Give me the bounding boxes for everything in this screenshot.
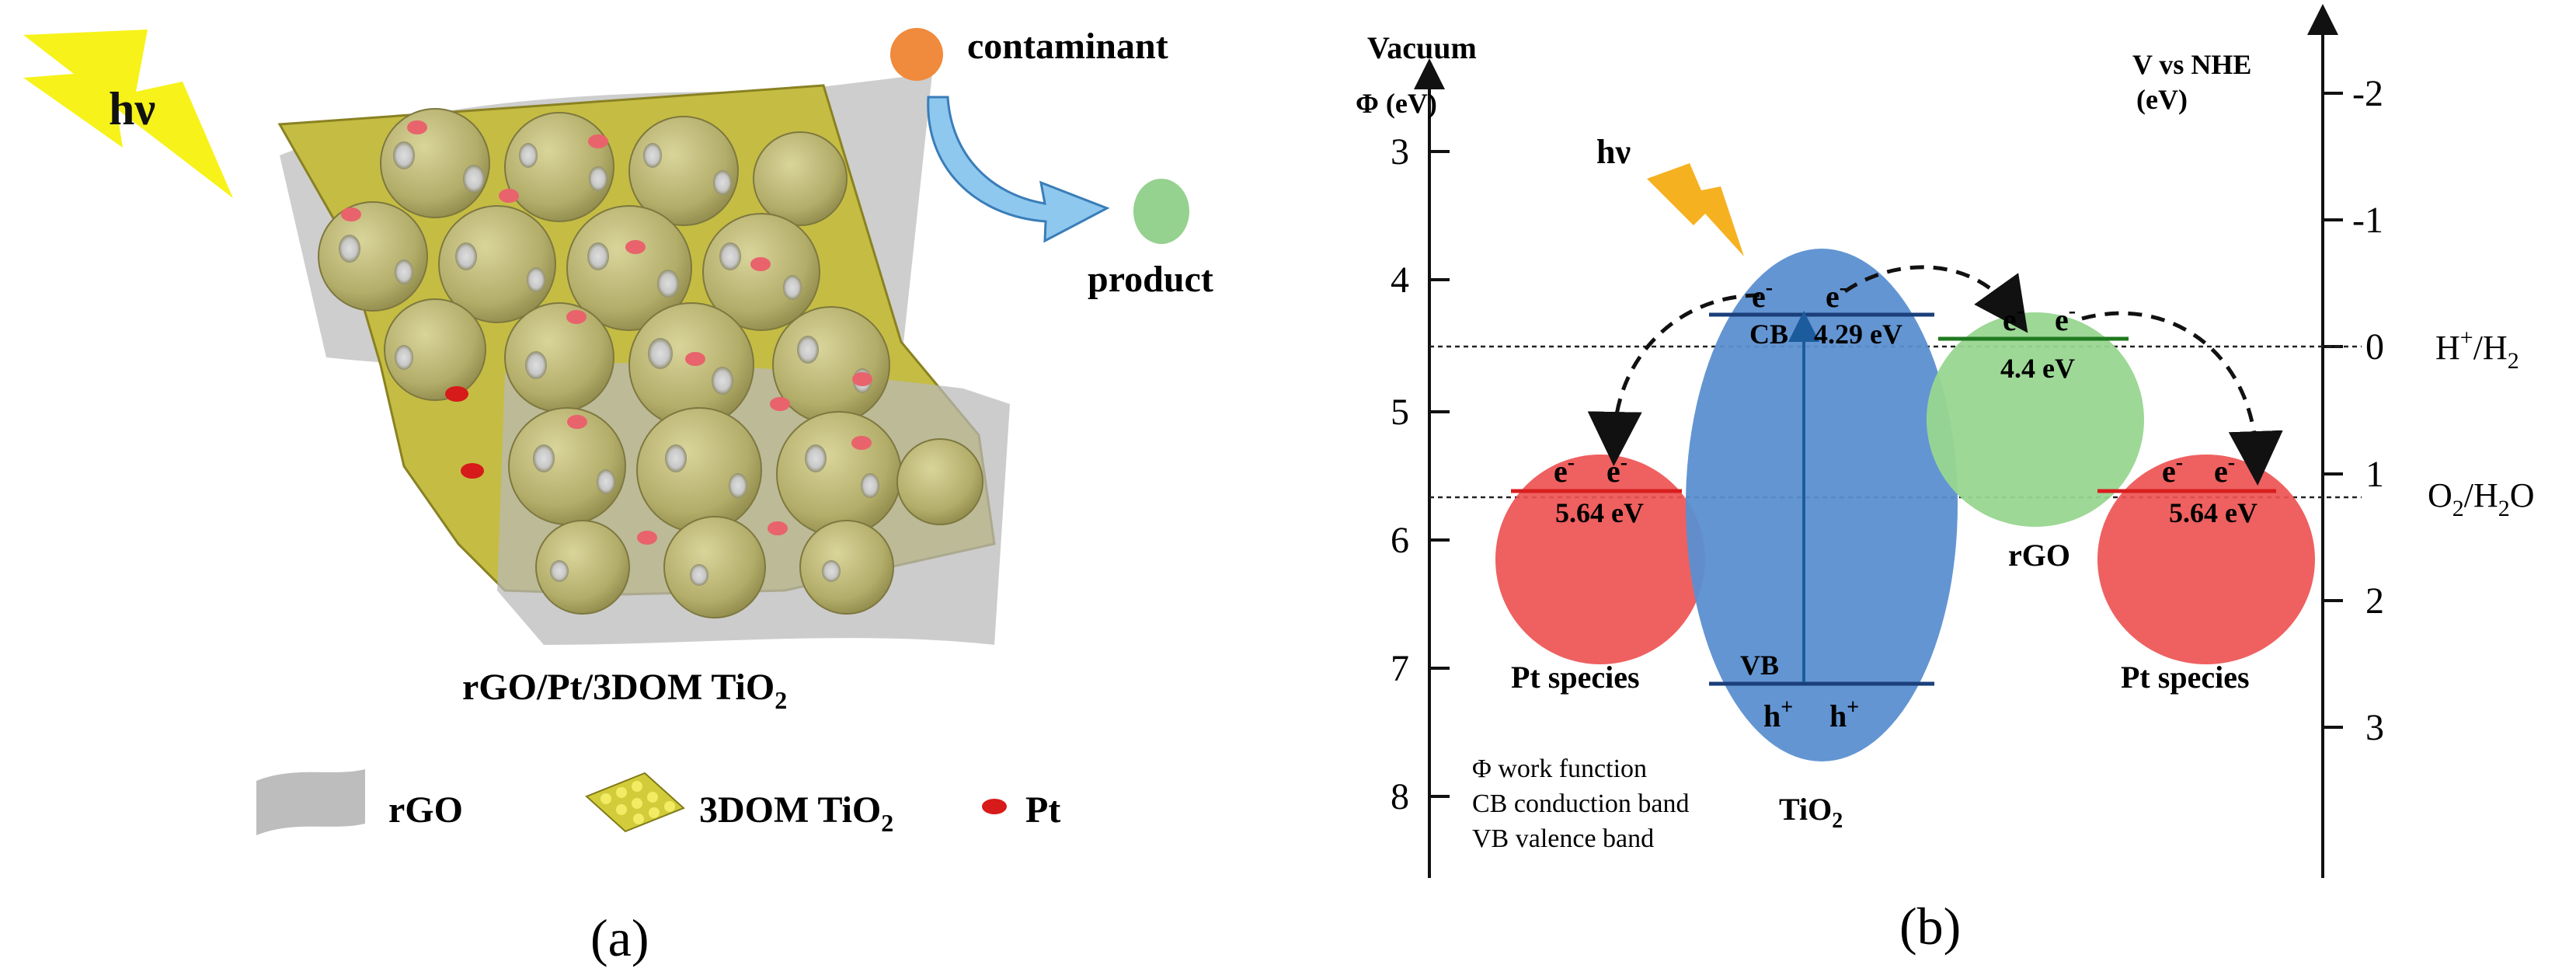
svg-text:e-: e- bbox=[2055, 299, 2076, 337]
phi-tick-label: 3 bbox=[1391, 131, 1409, 172]
panel-a: hν bbox=[23, 26, 1213, 967]
rgo-sphere bbox=[1927, 312, 2144, 527]
pt-left-value: 5.64 eV bbox=[1555, 497, 1644, 528]
legend-rgo-swatch bbox=[256, 769, 365, 835]
notes: Φ work function CB conduction band VB va… bbox=[1472, 754, 1690, 853]
phi-tick-label: 7 bbox=[1391, 648, 1409, 689]
legend-pt-swatch bbox=[982, 799, 1007, 814]
hole-labels: h+ h+ bbox=[1763, 695, 1859, 733]
svg-text:e-: e- bbox=[1826, 276, 1847, 314]
conversion-arrow-icon bbox=[927, 96, 1110, 243]
light-label-b: hν bbox=[1596, 133, 1631, 171]
svg-text:e-: e- bbox=[1752, 276, 1773, 314]
vacuum-label: Vacuum bbox=[1367, 30, 1477, 65]
nhe-tick-label: 1 bbox=[2365, 454, 2384, 495]
legend-rgo-label: rGO bbox=[388, 789, 463, 831]
legend-pt-label: Pt bbox=[1025, 789, 1060, 831]
h2-redox-label: H+/H2 bbox=[2435, 325, 2519, 374]
nhe-axis-title-line2: (eV) bbox=[2136, 84, 2188, 115]
nhe-tick-label: -2 bbox=[2352, 73, 2383, 114]
tio2-ellipse bbox=[1686, 249, 1958, 761]
note-line: CB conduction band bbox=[1472, 789, 1690, 818]
pt-particles bbox=[341, 120, 872, 545]
phi-axis-ticks: 3 4 5 6 7 8 bbox=[1391, 131, 1450, 817]
panel-b: Vacuum Φ (eV) 3 4 5 6 7 8 V vs NHE (eV) -2 -1 0… bbox=[1356, 4, 2535, 956]
legend-tio2-label: 3DOM TiO2 bbox=[699, 789, 893, 837]
light-label: hν bbox=[109, 83, 155, 134]
nhe-tick-label: -1 bbox=[2352, 200, 2383, 241]
note-line: VB valence band bbox=[1472, 824, 1654, 853]
tio2-cb-label: CB bbox=[1749, 319, 1788, 350]
nhe-axis-ticks: -2 -1 0 1 2 3 bbox=[2323, 73, 2384, 748]
pt-right-sphere bbox=[2097, 455, 2315, 664]
pt-left-name: Pt species bbox=[1511, 660, 1640, 695]
phi-tick-label: 5 bbox=[1391, 392, 1409, 433]
rgo-value: 4.4 eV bbox=[2000, 353, 2075, 384]
light-bolt-icon-b bbox=[1647, 163, 1744, 256]
pt-left-sphere bbox=[1495, 455, 1705, 664]
note-line: Φ work function bbox=[1472, 754, 1647, 783]
composite-label: rGO/Pt/3DOM TiO2 bbox=[462, 667, 787, 714]
tio2-cb-value: 4.29 eV bbox=[1814, 319, 1902, 350]
transfer-arrow-to-pt-left bbox=[1587, 293, 1760, 466]
product-label: product bbox=[1088, 259, 1213, 300]
contaminant-dot bbox=[890, 28, 943, 81]
legend-tio2-swatch bbox=[585, 772, 685, 833]
contaminant-label: contaminant bbox=[967, 26, 1168, 67]
phi-tick-label: 8 bbox=[1391, 776, 1409, 817]
nhe-tick-label: 2 bbox=[2365, 580, 2384, 622]
tio2-name: TiO2 bbox=[1779, 792, 1843, 833]
o2-redox-label: O2/H2O bbox=[2428, 476, 2535, 521]
svg-text:e-: e- bbox=[2214, 451, 2235, 489]
tio2-pore-array bbox=[318, 108, 983, 618]
rgo-name: rGO bbox=[2008, 538, 2070, 573]
phi-tick-label: 4 bbox=[1391, 260, 1409, 301]
tio2-vb-label: VB bbox=[1740, 650, 1779, 681]
caption-a: (a) bbox=[590, 908, 649, 967]
phi-axis-title: Φ (eV) bbox=[1356, 88, 1437, 119]
phi-tick-label: 6 bbox=[1391, 520, 1409, 561]
nhe-tick-label: 0 bbox=[2365, 326, 2384, 368]
nhe-tick-label: 3 bbox=[2365, 707, 2384, 748]
pt-right-name: Pt species bbox=[2121, 660, 2250, 695]
svg-text:e-: e- bbox=[1607, 451, 1627, 489]
transfer-arrow-to-rgo bbox=[1843, 265, 2028, 333]
svg-text:h+: h+ bbox=[1763, 695, 1793, 733]
electron-labels: e- e- e- e- e- e- e- e- bbox=[1554, 276, 2235, 489]
svg-text:e-: e- bbox=[2003, 299, 2024, 337]
svg-text:e-: e- bbox=[2162, 451, 2183, 489]
caption-b: (b) bbox=[1899, 897, 1961, 956]
nhe-axis-title-line1: V vs NHE bbox=[2132, 49, 2251, 80]
light-bolt-icon bbox=[23, 30, 233, 198]
legend: rGO 3DOM TiO2 Pt bbox=[256, 769, 1060, 837]
svg-text:e-: e- bbox=[1554, 451, 1575, 489]
svg-text:h+: h+ bbox=[1829, 695, 1859, 733]
transfer-arrow-to-pt-right bbox=[2081, 311, 2283, 486]
pt-right-value: 5.64 eV bbox=[2169, 497, 2257, 528]
product-dot bbox=[1133, 179, 1189, 244]
